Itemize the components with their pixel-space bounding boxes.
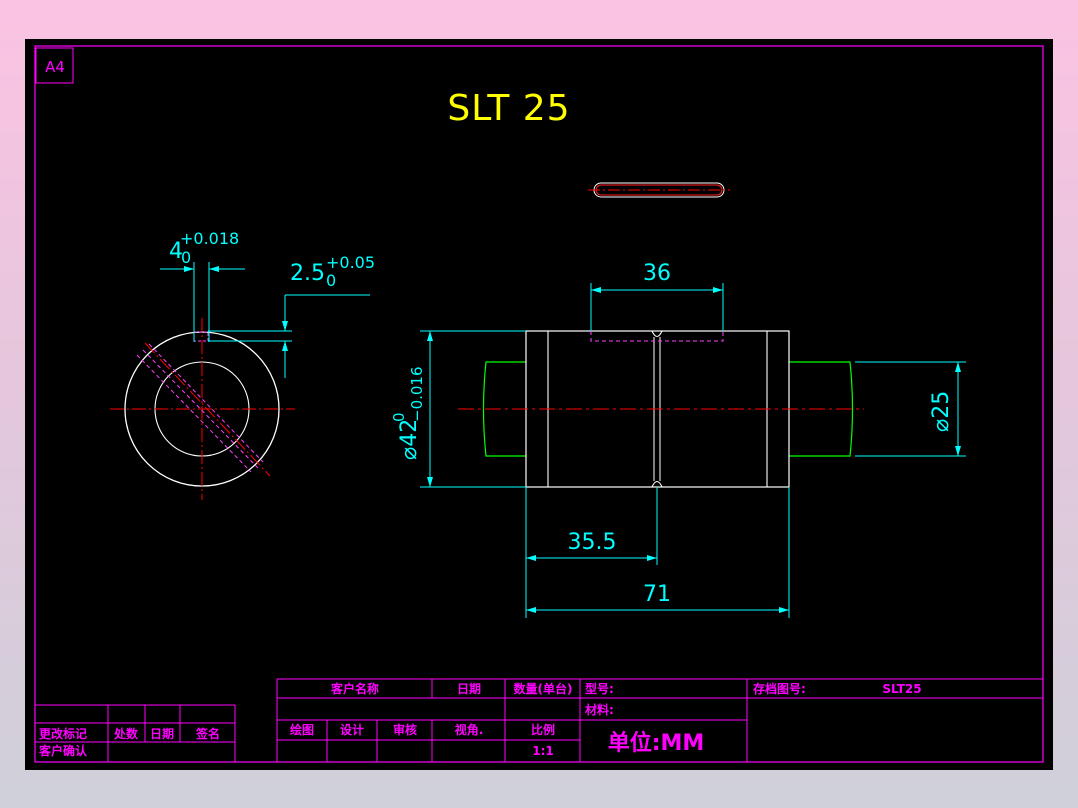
drawn-label: 绘图: [290, 722, 314, 737]
outer-diameter-tol-lower: −0.016: [408, 366, 426, 422]
outer-diameter-dimension: [420, 330, 526, 488]
design-label: 设计: [340, 722, 364, 737]
view-angle-label: 视角.: [455, 722, 484, 737]
outer-diameter-tol-upper: 0: [390, 412, 408, 422]
outer-diameter-value: ⌀42: [397, 419, 422, 460]
inner-diameter-value: ⌀25: [929, 391, 954, 432]
keyway-width-dimension: [160, 262, 245, 342]
circular-section-view: [110, 318, 295, 500]
scale-value: 1:1: [532, 744, 554, 758]
drawing-sheet: [25, 39, 1053, 770]
half-length-value: 35.5: [568, 530, 617, 555]
customer-confirm-label: 客户确认: [38, 743, 88, 758]
archive-number-value: SLT25: [882, 682, 921, 696]
material-label: 材料:: [584, 702, 614, 717]
total-length-value: 71: [643, 582, 671, 607]
scale-label: 比例: [531, 722, 555, 737]
keyway-width-value: 4: [169, 239, 183, 264]
keyway-depth-tol-upper: +0.05: [326, 253, 375, 272]
date-label: 日期: [457, 681, 481, 696]
drawing-title: SLT 25: [447, 88, 570, 129]
keyway-depth-value: 2.5: [290, 261, 325, 286]
half-length-dimension: [525, 487, 658, 618]
sheet-size-label: A4: [45, 58, 65, 76]
unit-label: 单位:MM: [608, 730, 705, 756]
revision-change-mark-label: 更改标记: [39, 726, 87, 741]
keyway-depth-tol-lower: 0: [326, 271, 336, 290]
revision-signature-label: 签名: [195, 726, 220, 741]
title-block-grid: [276, 678, 1044, 763]
revision-date-label: 日期: [150, 726, 174, 741]
keyway-length-dimension: [590, 283, 724, 331]
keyway-width-tol-upper: +0.018: [180, 229, 239, 248]
revision-count-label: 处数: [113, 726, 139, 741]
review-label: 审核: [393, 722, 417, 737]
keyway-depth-dimension: [208, 294, 370, 378]
key-top-view: [588, 182, 730, 198]
quantity-label: 数量(单台): [514, 681, 573, 696]
customer-name-label: 客户名称: [330, 681, 379, 696]
keyway-length-value: 36: [643, 261, 671, 286]
inner-diameter-dimension: [855, 361, 966, 457]
revision-block: [35, 704, 236, 762]
total-length-dimension: [526, 487, 790, 618]
sheet-size-box: [35, 47, 74, 84]
archive-number-label: 存档图号:: [752, 681, 806, 696]
model-label: 型号:: [585, 681, 614, 696]
keyway-width-tol-lower: 0: [181, 248, 191, 267]
